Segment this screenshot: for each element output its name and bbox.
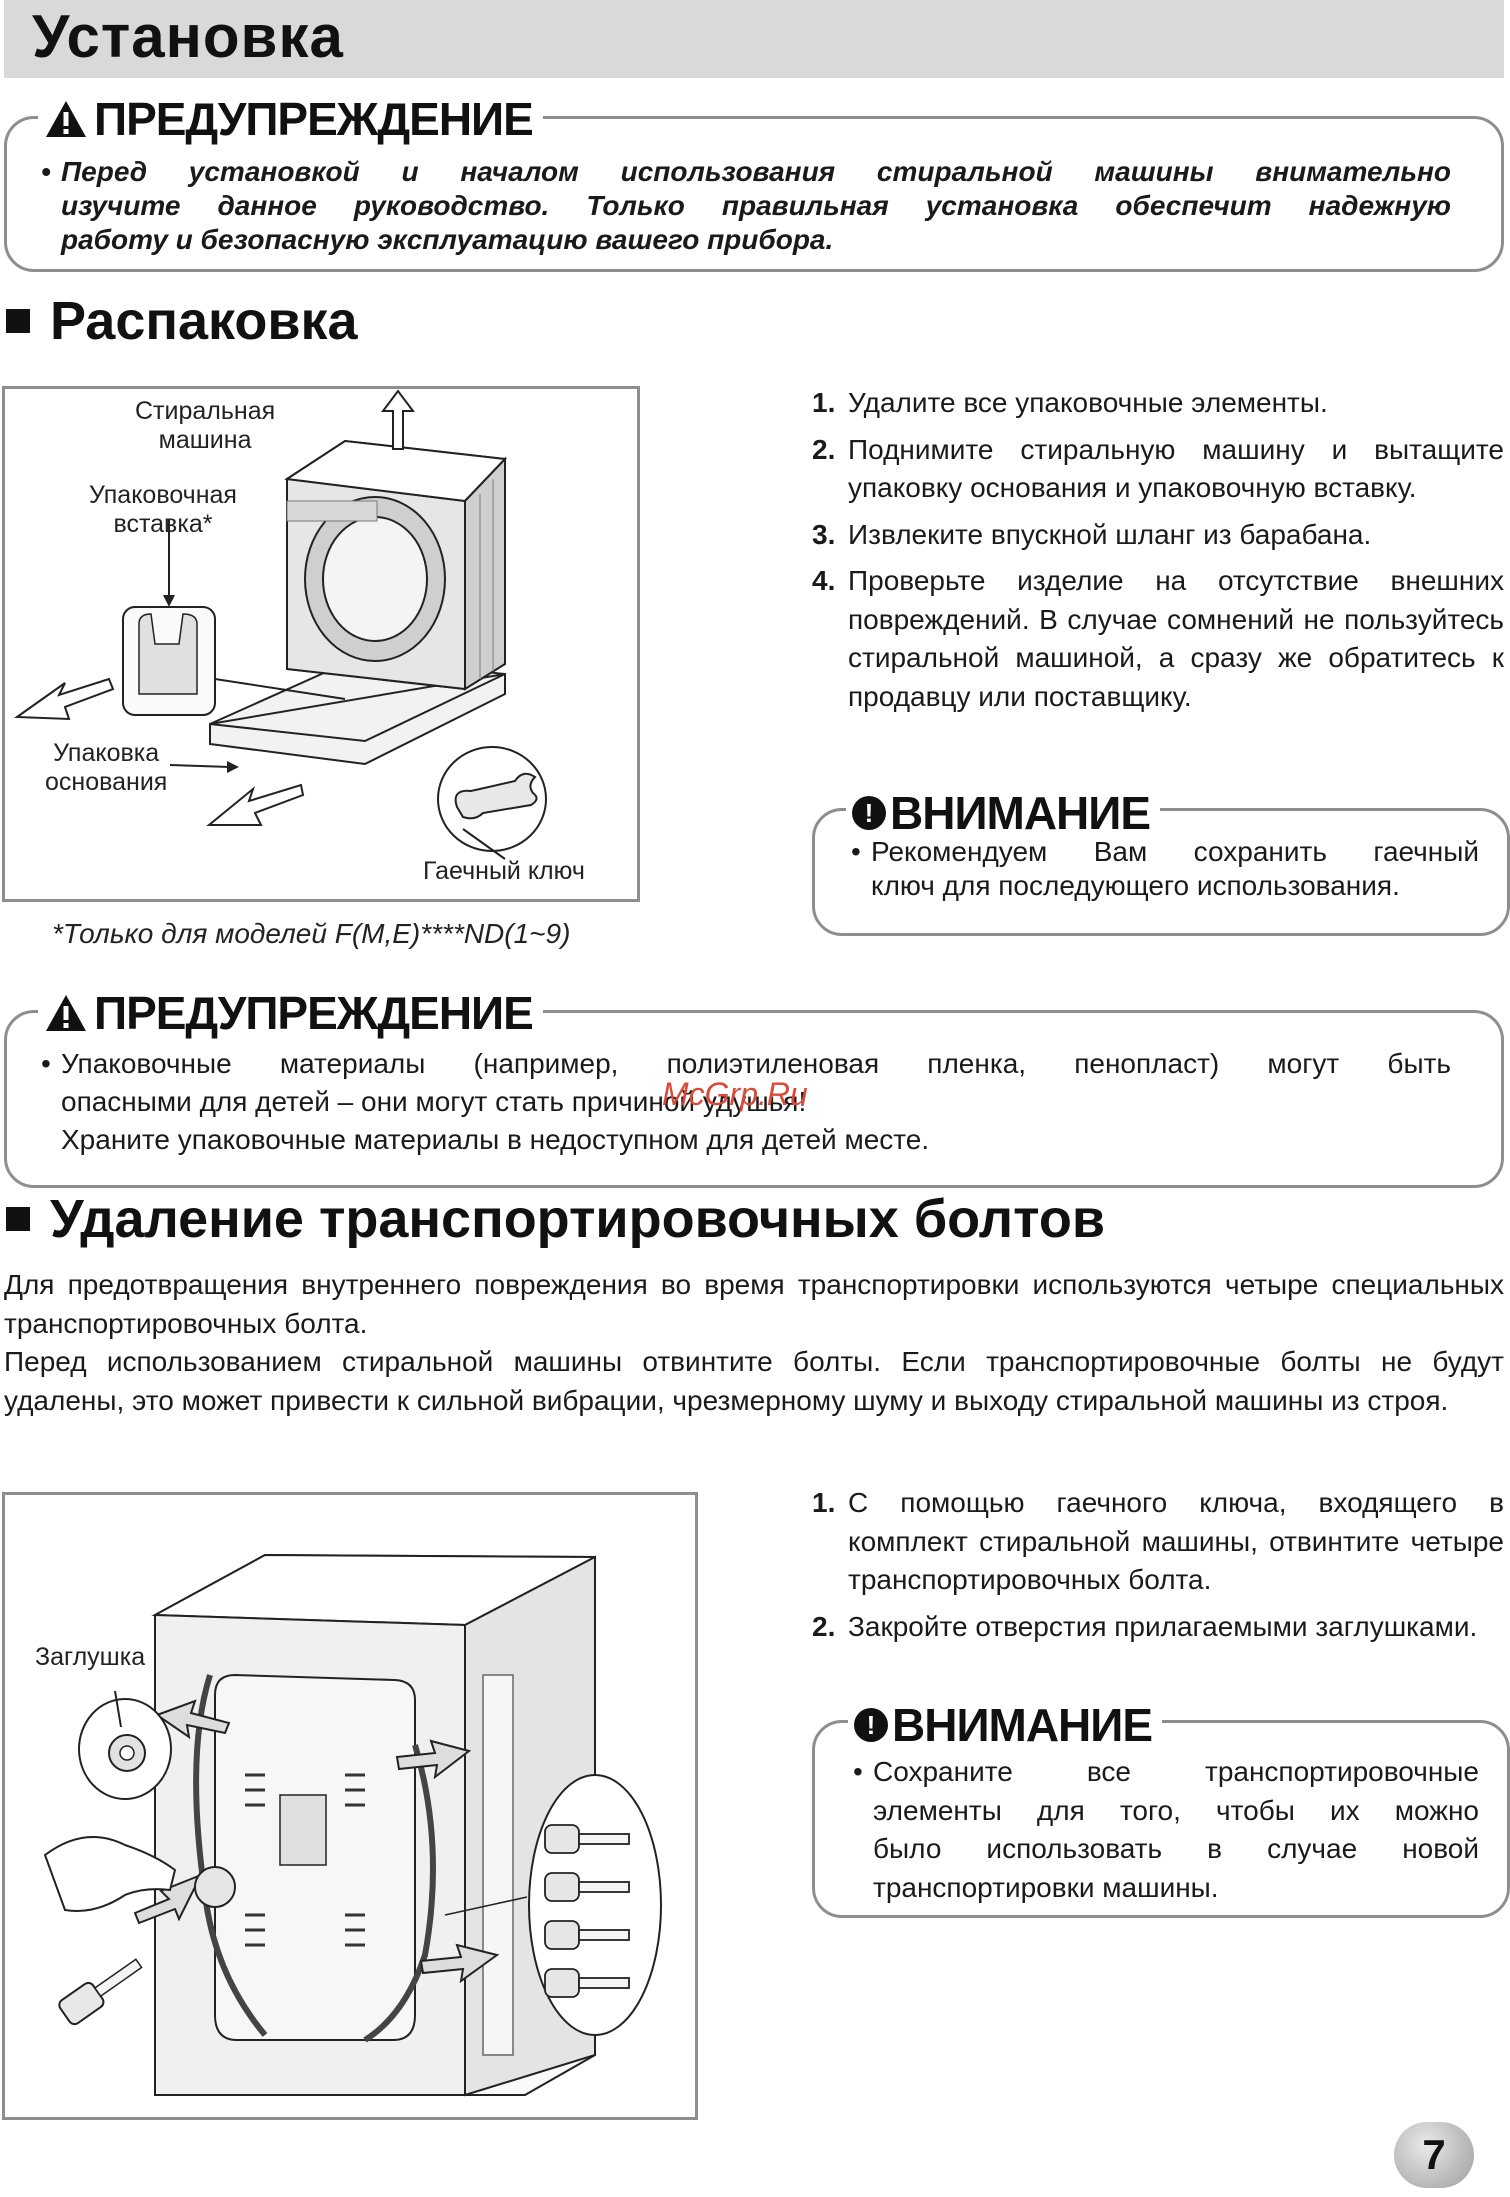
bullet-dot: • (853, 1756, 863, 1787)
label-packing-insert: Упаковочная вставка* (89, 481, 237, 538)
unpacking-steps: 1.Удалите все упаковочные элементы. 2.По… (812, 384, 1504, 724)
square-bullet-icon (6, 309, 30, 333)
page-number: 7 (1394, 2122, 1474, 2188)
warning-triangle-icon (46, 995, 86, 1031)
warning-triangle-icon (46, 101, 86, 137)
unpacking-step: 4.Проверьте изделие на отсутствие внешни… (812, 565, 1504, 712)
bolts-steps: 1.С помощью гаечного ключа, входящего в … (812, 1484, 1504, 1654)
washer-unpacking-illustration (14, 389, 547, 860)
bolts-paragraph-1: Для предотвращения внутреннего поврежден… (4, 1269, 1504, 1339)
warning1-line-1: Перед установкой и началом использования… (61, 156, 1451, 187)
unpacking-figure: Стиральная машина Упаковочная вставка* У… (2, 386, 640, 902)
bullet-dot: • (41, 156, 51, 187)
warning2-heading: ПРЕДУПРЕЖДЕНИЕ (38, 986, 543, 1040)
warning1-line-3: работу и безопасную эксплуатацию вашего … (61, 224, 834, 255)
page-number-badge: 7 (1382, 2120, 1492, 2192)
label-wrench: Гаечный ключ (423, 857, 585, 885)
square-bullet-icon (6, 1207, 30, 1231)
page-title: Установка (32, 3, 344, 70)
warning2-line-2: опасными для детей – они могут стать при… (61, 1086, 807, 1117)
caution-box-2: • Сохраните все транспортировочные элеме… (812, 1720, 1510, 1918)
watermark: McGrp.Ru (662, 1076, 808, 1112)
caution2-line-4: транспортировки машины. (873, 1871, 1219, 1903)
bolts-paragraph-2: Перед использованием стиральной машины о… (4, 1346, 1504, 1416)
caution1-line-2: ключ для последующего использования. (871, 870, 1400, 901)
label-washer: Стиральная машина (135, 397, 276, 454)
exclamation-circle-icon: ! (854, 1708, 888, 1742)
caution2-line-1: Сохраните все транспортировочные (873, 1756, 1479, 1787)
label-plug: Заглушка (35, 1643, 146, 1671)
bolts-figure: Заглушка (2, 1492, 698, 2120)
label-base-packing: Упаковка основания (45, 739, 168, 796)
unpacking-step: 3.Извлеките впускной шланг из барабана. (812, 518, 1372, 550)
page-header (4, 0, 1504, 78)
caution2-line-3: было использовать в случае новой (873, 1833, 1479, 1864)
figure-footnote: *Только для моделей F(M,E)****ND(1~9) (52, 918, 571, 949)
bullet-dot: • (851, 836, 861, 867)
unpacking-step: 1.Удалите все упаковочные элементы. (812, 387, 1328, 418)
caution-box-1: • Рекомендуем Вам сохранить гаечный ключ… (812, 808, 1510, 936)
caution1-line-1: Рекомендуем Вам сохранить гаечный (871, 836, 1479, 867)
section-heading-bolts: Удаление транспортировочных болтов (6, 1188, 1105, 1250)
warning1-heading: ПРЕДУПРЕЖДЕНИЕ (38, 92, 543, 146)
warning1-line-2: изучите данное руководство. Только прави… (61, 190, 1451, 221)
bullet-dot: • (41, 1048, 51, 1079)
caution2-line-2: элементы для того, чтобы их можно (873, 1794, 1479, 1826)
bolts-step: 1.С помощью гаечного ключа, входящего в … (812, 1487, 1504, 1595)
exclamation-circle-icon: ! (852, 796, 886, 830)
warning2-line-3: Храните упаковочные материалы в недоступ… (61, 1124, 930, 1155)
caution1-heading: ! ВНИМАНИЕ (846, 786, 1161, 840)
section-heading-unpacking: Распаковка (6, 290, 358, 352)
bolts-step: 2.Закройте отверстия прилагаемыми заглуш… (812, 1610, 1478, 1642)
warning-box-1: • Перед установкой и началом использован… (4, 116, 1504, 272)
unpacking-step: 2.Поднимите стиральную машину и вытащите… (812, 433, 1504, 504)
caution2-heading: ! ВНИМАНИЕ (848, 1698, 1163, 1752)
washer-rear-illustration (43, 1553, 662, 2097)
warning-box-2: • Упаковочные материалы (например, полиэ… (4, 1010, 1504, 1188)
warning2-line-1: Упаковочные материалы (например, полиэти… (61, 1048, 1451, 1079)
